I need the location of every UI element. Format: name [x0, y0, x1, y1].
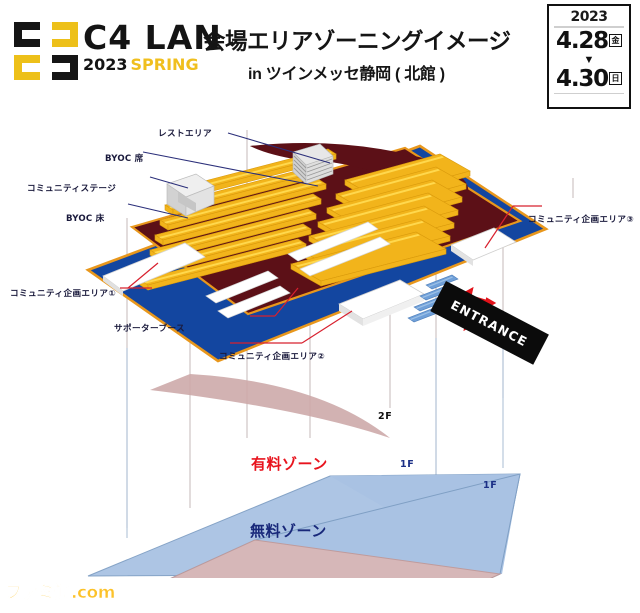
- callout-community-area-2: コミュニティ企画エリア②: [219, 351, 326, 361]
- logo-bracket-bottom-left-icon: [14, 55, 40, 80]
- fami-tsu-watermark: ファミ通.com: [5, 583, 116, 604]
- event-start-date: 4.28: [556, 27, 609, 54]
- free-zone-label: 無料ゾーン: [250, 523, 327, 540]
- venue-map-svg: [85, 130, 574, 578]
- date-divider-bottom: [554, 92, 624, 94]
- logo-bracket-bottom-right-icon: [52, 55, 78, 80]
- date-divider-top: [554, 26, 624, 28]
- paid-zone-label: 有料ゾーン: [251, 456, 328, 473]
- logo-year: 2023: [83, 55, 128, 74]
- rest-area-shape-2: [250, 144, 469, 206]
- callout-community-stage: コミュニティステージ: [27, 183, 117, 193]
- leader-lines-navy: [127, 132, 331, 219]
- callout-byoc-seat: BYOC 席: [105, 154, 144, 164]
- rest-area-projection: [150, 374, 390, 438]
- community-area-2-shape: [338, 279, 425, 326]
- page-title: 会場エリアゾーニングイメージ: [203, 29, 511, 54]
- logo-bracket-top-right-icon: [52, 22, 78, 47]
- logo-name: C4 LAN: [83, 18, 222, 57]
- logo-bracket-top-left-icon: [14, 22, 40, 47]
- event-end-dow-badge: 日: [608, 72, 622, 85]
- floor-marker-1f-right: 1F: [483, 480, 498, 491]
- venue-zoning-diagram: [0, 108, 640, 578]
- community-stage-block: [166, 173, 215, 217]
- byoc-tables-left: [139, 148, 337, 291]
- callout-community-area-3: コミュニティ企画エリア③: [528, 214, 635, 224]
- entrance-label: ENTRANCE: [448, 296, 531, 350]
- callout-byoc-floor: BYOC 床: [66, 214, 105, 224]
- stage-stairs: [292, 143, 334, 185]
- floor-marker-1f-mid: 1F: [400, 459, 415, 470]
- event-start-dow-badge: 金: [608, 34, 622, 47]
- c4lan-logo-mark-icon: [14, 22, 80, 80]
- floor-marker-2f: 2F: [378, 411, 393, 422]
- paid-zone-side: [171, 540, 255, 578]
- date-range-arrow-icon: ▼: [583, 53, 595, 66]
- community-area-3-shape: [450, 227, 517, 266]
- page-subtitle: in ツインメッセ静岡 ( 北館 ): [248, 66, 445, 83]
- event-year: 2023: [570, 9, 608, 25]
- entrance-marker: ENTRANCE: [430, 281, 562, 365]
- callout-community-area-1: コミュニティ企画エリア①: [10, 288, 117, 298]
- event-end-date: 4.30: [556, 65, 609, 92]
- leader-lines-red: [120, 205, 542, 344]
- callout-supporter-booth: サポーターブース: [114, 323, 186, 333]
- supporter-booth-shapes: [205, 221, 391, 319]
- logo-season: SPRING: [130, 55, 199, 74]
- callout-rest-area: レストエリア: [158, 128, 212, 138]
